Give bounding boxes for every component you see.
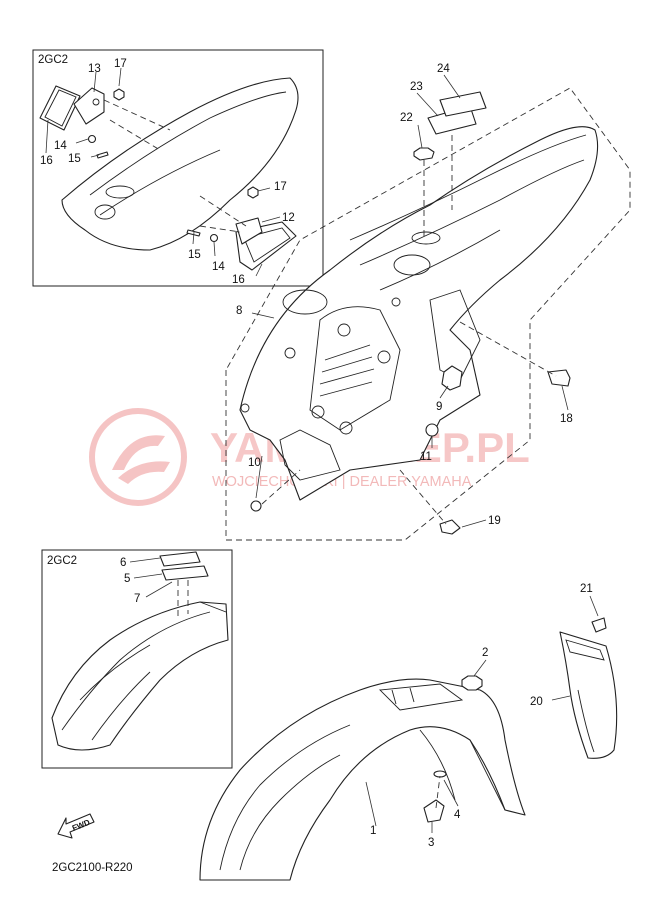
callout-19: 19 — [488, 515, 501, 527]
washer-14-top — [87, 134, 97, 144]
inset-bottom: 2GC2 6 5 7 — [41, 549, 233, 769]
diagram-code: 2GC2100-R220 — [52, 862, 133, 874]
callout-17-lower: 17 — [274, 181, 287, 193]
callout-13: 13 — [88, 63, 101, 75]
nut-17-top — [113, 88, 125, 101]
callout-14-lower: 14 — [212, 261, 225, 273]
screw-15-top — [96, 151, 109, 159]
bolt-18 — [547, 369, 571, 387]
inset-top: 2GC2 — [32, 49, 324, 287]
mud-flap-assembly: 21 20 — [530, 583, 618, 759]
callout-12: 12 — [282, 212, 295, 224]
fwd-indicator: FWD — [57, 813, 95, 839]
mud-flap-20 — [559, 631, 618, 759]
bolt-3 — [423, 799, 445, 823]
inset-rear-fender — [61, 77, 299, 251]
callout-9: 9 — [436, 401, 442, 413]
fwd-arrow-icon — [57, 813, 95, 839]
callout-4: 4 — [454, 809, 461, 821]
callout-11: 11 — [420, 451, 432, 463]
callout-23: 23 — [410, 81, 423, 93]
fwd-label: FWD — [71, 818, 91, 833]
watermark-tagline: WOJCIECHOWSKI | DEALER YAMAHA — [212, 474, 472, 490]
callout-10: 10 — [248, 457, 261, 469]
callout-1: 1 — [370, 825, 376, 837]
callout-21: 21 — [580, 583, 593, 595]
screw-21 — [591, 617, 607, 633]
bolt-19 — [439, 519, 461, 535]
callout-22: 22 — [400, 112, 413, 124]
pad-24 — [439, 91, 487, 117]
bracket-12 — [235, 217, 263, 245]
rear-fender-assembly: 8 22 23 24 9 11 10 18 19 — [225, 63, 631, 541]
callout-20: 20 — [530, 696, 543, 708]
callout-3: 3 — [428, 837, 434, 849]
grommet-11 — [425, 423, 439, 437]
callout-16-top: 16 — [40, 155, 53, 167]
callout-15-top: 15 — [68, 153, 81, 165]
rear-fender-8 — [239, 126, 599, 501]
grommet-2 — [461, 675, 483, 691]
decal-5 — [161, 565, 209, 581]
callout-18: 18 — [560, 413, 573, 425]
inset-bottom-label: 2GC2 — [47, 555, 77, 567]
callout-6: 6 — [120, 557, 126, 569]
front-fender-1 — [199, 678, 526, 881]
grommet-22 — [413, 147, 435, 161]
callout-5: 5 — [124, 573, 130, 585]
callout-16-lower: 16 — [232, 274, 245, 286]
inset-bottom-frame — [41, 549, 233, 769]
inset-top-label: 2GC2 — [38, 54, 68, 66]
decal-6 — [159, 551, 201, 567]
rear-fender-boundary — [225, 87, 631, 541]
watermark-logo — [89, 408, 187, 506]
front-fender-assembly: 2 4 3 1 — [199, 647, 526, 881]
callout-8: 8 — [236, 305, 242, 317]
bracket-13 — [73, 87, 105, 125]
reflector-plate-top — [39, 85, 81, 131]
clip-9 — [441, 365, 463, 391]
callout-14-top: 14 — [54, 140, 67, 152]
callout-15-lower: 15 — [188, 249, 201, 261]
callout-7: 7 — [134, 593, 140, 605]
callout-17-top: 17 — [114, 58, 127, 70]
callout-2: 2 — [482, 647, 488, 659]
inset-top-frame — [32, 49, 324, 287]
inset-front-fender — [51, 601, 229, 751]
screw-15-lower — [186, 229, 201, 237]
washer-14-lower — [209, 233, 219, 243]
nut-17-lower — [247, 186, 259, 199]
callout-24: 24 — [437, 63, 450, 75]
part-10 — [250, 500, 262, 512]
